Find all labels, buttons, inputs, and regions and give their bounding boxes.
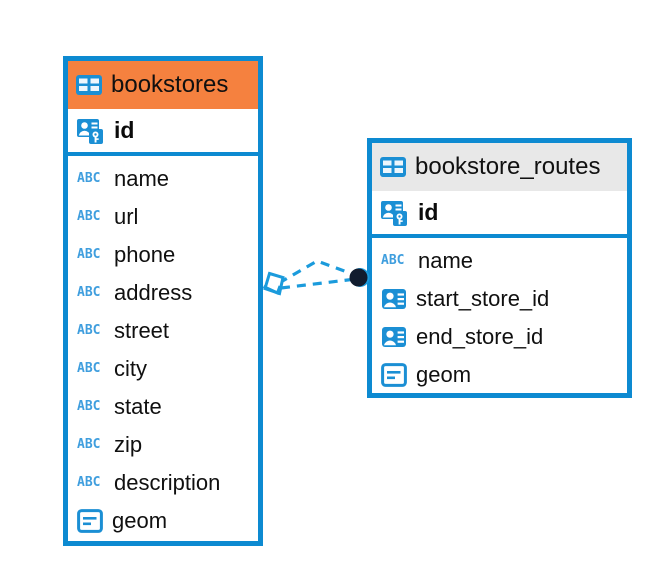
field-label: geom	[112, 508, 168, 533]
field-label: start_store_id	[416, 286, 550, 311]
entity-title: bookstore_routes	[415, 153, 601, 180]
relationship-line-upper	[278, 259, 359, 285]
field-row-name[interactable]: ABC name	[68, 160, 258, 198]
field-row-address[interactable]: ABC address	[68, 274, 258, 312]
text-type-icon: ABC	[77, 361, 101, 376]
primary-key-icon	[380, 198, 410, 228]
field-label: address	[114, 280, 193, 305]
field-row-city[interactable]: ABC city	[68, 350, 258, 388]
text-type-icon: ABC	[77, 475, 101, 490]
text-type-icon: ABC	[77, 209, 101, 224]
relationship-connector[interactable]	[255, 243, 380, 323]
field-label: zip	[114, 432, 143, 457]
entity-title: bookstores	[111, 71, 229, 98]
table-icon	[380, 157, 406, 177]
text-type-icon: ABC	[77, 399, 101, 414]
text-type-icon: ABC	[77, 285, 101, 300]
entity-table-bookstores[interactable]: bookstores id ABC name A	[63, 56, 263, 546]
text-type-icon: ABC	[77, 437, 101, 452]
field-row-end-store-id[interactable]: end_store_id	[372, 318, 627, 356]
field-list-bookstore-routes: ABC name start_store_id	[372, 238, 627, 394]
primary-key-row-bookstores-id[interactable]: id	[68, 109, 258, 156]
foreign-key-icon	[381, 324, 407, 350]
field-row-phone[interactable]: ABC phone	[68, 236, 258, 274]
primary-key-label: id	[418, 199, 439, 225]
geometry-type-icon	[381, 363, 407, 387]
field-row-street[interactable]: ABC street	[68, 312, 258, 350]
field-row-description[interactable]: ABC description	[68, 464, 258, 502]
geometry-type-icon	[77, 509, 103, 533]
field-row-geom[interactable]: geom	[372, 356, 627, 394]
field-label: street	[114, 318, 170, 343]
field-row-state[interactable]: ABC state	[68, 388, 258, 426]
relationship-line-lower	[280, 277, 357, 290]
field-label: city	[114, 356, 147, 381]
entity-table-bookstore-routes[interactable]: bookstore_routes id ABC name	[367, 138, 632, 398]
field-label: end_store_id	[416, 324, 544, 349]
field-row-geom[interactable]: geom	[68, 502, 258, 540]
text-type-icon: ABC	[77, 247, 101, 262]
text-type-icon: ABC	[77, 323, 101, 338]
entity-header-bookstore-routes[interactable]: bookstore_routes	[372, 143, 627, 191]
field-label: phone	[114, 242, 176, 267]
diamond-marker	[262, 271, 285, 296]
field-label: name	[114, 166, 170, 191]
field-label: description	[114, 470, 221, 495]
table-icon	[76, 75, 102, 95]
field-label: name	[418, 248, 474, 273]
text-type-icon: ABC	[381, 253, 405, 268]
field-list-bookstores: ABC name ABC url ABC phone ABC address A…	[68, 156, 258, 540]
field-label: geom	[416, 362, 472, 387]
field-row-name[interactable]: ABC name	[372, 242, 627, 280]
field-row-url[interactable]: ABC url	[68, 198, 258, 236]
text-type-icon: ABC	[77, 171, 101, 186]
field-row-start-store-id[interactable]: start_store_id	[372, 280, 627, 318]
primary-key-row-bookstore-routes-id[interactable]: id	[372, 191, 627, 238]
primary-key-icon	[76, 116, 106, 146]
field-label: state	[114, 394, 162, 419]
foreign-key-icon	[381, 286, 407, 312]
field-label: url	[114, 204, 139, 229]
entity-header-bookstores[interactable]: bookstores	[68, 61, 258, 109]
field-row-zip[interactable]: ABC zip	[68, 426, 258, 464]
primary-key-label: id	[114, 117, 135, 143]
